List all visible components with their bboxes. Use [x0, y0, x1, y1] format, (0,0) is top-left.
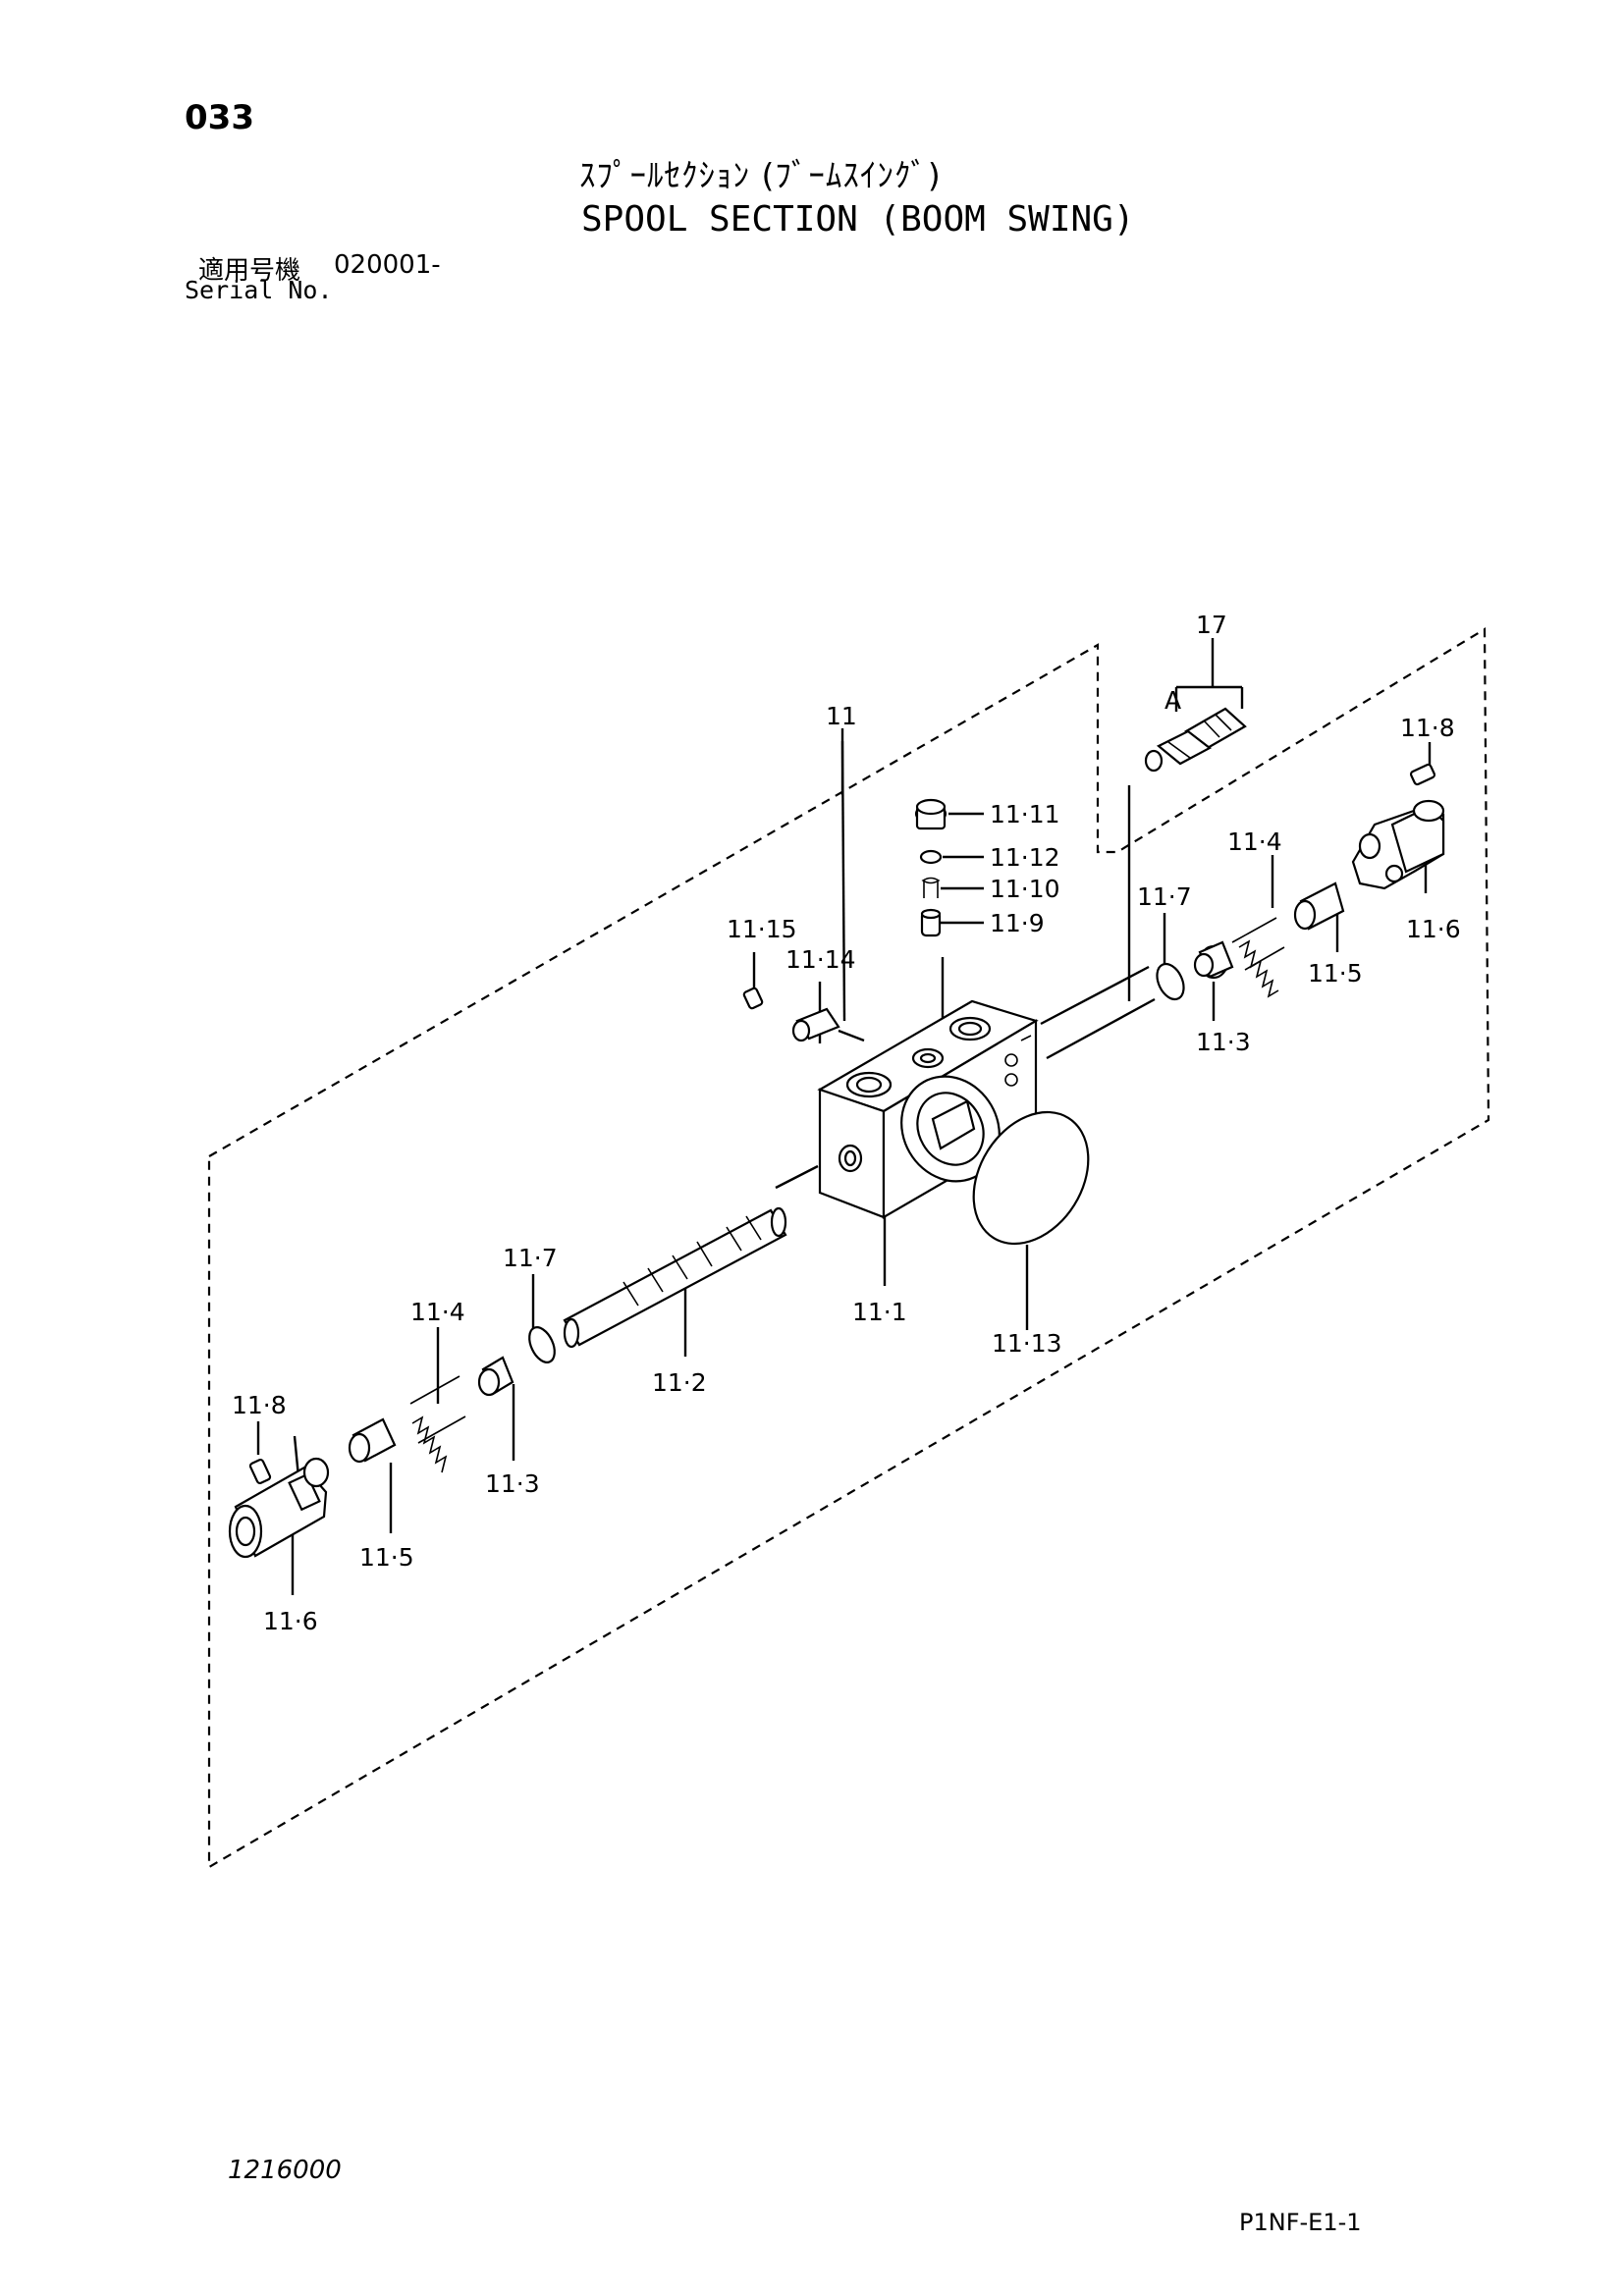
label-11: 11 [826, 702, 857, 730]
label-17: 17 [1196, 611, 1227, 639]
label-11-15: 11·15 [727, 915, 797, 943]
label-11-5-bottom: 11·5 [359, 1543, 414, 1572]
label-11-13: 11·13 [992, 1329, 1062, 1358]
large-o-ring [972, 1110, 1090, 1246]
label-11-8-bottom: 11·8 [232, 1391, 287, 1419]
right-end-parts [1156, 763, 1445, 1001]
assembly-outline [207, 627, 1490, 1869]
figure-code: P1NF-E1-1 [1239, 2209, 1362, 2236]
label-A: A [1164, 686, 1181, 715]
label-11-4-top: 11·4 [1227, 828, 1282, 856]
label-11-6-top: 11·6 [1406, 915, 1461, 943]
small-parts-left [742, 987, 840, 1042]
label-11-3-top: 11·3 [1196, 1028, 1251, 1056]
left-end-parts [228, 1326, 556, 1559]
label-11-9: 11·9 [990, 909, 1045, 937]
label-11-10: 11·10 [990, 875, 1060, 903]
label-11-2: 11·2 [652, 1368, 707, 1397]
serial-label-english: Serial No. [185, 276, 333, 304]
spool [563, 1206, 787, 1349]
pressure-sensor [1144, 707, 1247, 773]
valve-body [817, 999, 1039, 1219]
label-11-6-bottom: 11·6 [263, 1607, 318, 1635]
drawing-code: 1216000 [228, 2156, 342, 2185]
label-11-7-bottom: 11·7 [503, 1244, 558, 1272]
plug-stack [914, 798, 947, 937]
label-11-12: 11·12 [990, 843, 1060, 872]
label-11-14: 11·14 [785, 945, 856, 974]
label-11-5-top: 11·5 [1308, 959, 1363, 988]
title-japanese: ｽﾌﾟｰﾙｾｸｼｮﾝ (ﾌﾞｰﾑｽｲﾝｸﾞ) [579, 156, 942, 194]
title-english: SPOOL SECTION (BOOM SWING) [581, 199, 1135, 240]
label-11-7-top: 11·7 [1137, 882, 1192, 911]
label-11-4-bottom: 11·4 [410, 1298, 465, 1326]
serial-label-japanese: 適用号機 [198, 256, 301, 286]
label-11-11: 11·11 [990, 800, 1060, 828]
label-11-8-top: 11·8 [1400, 714, 1455, 742]
label-11-1: 11·1 [852, 1298, 907, 1326]
callout-labels: 17 A 11 11·8 11·11 11·12 11·10 11·9 11·4… [232, 611, 1461, 1635]
serial-value: 020001- [334, 250, 441, 280]
label-11-3-bottom: 11·3 [485, 1469, 540, 1498]
page-number: 033 [185, 98, 254, 137]
